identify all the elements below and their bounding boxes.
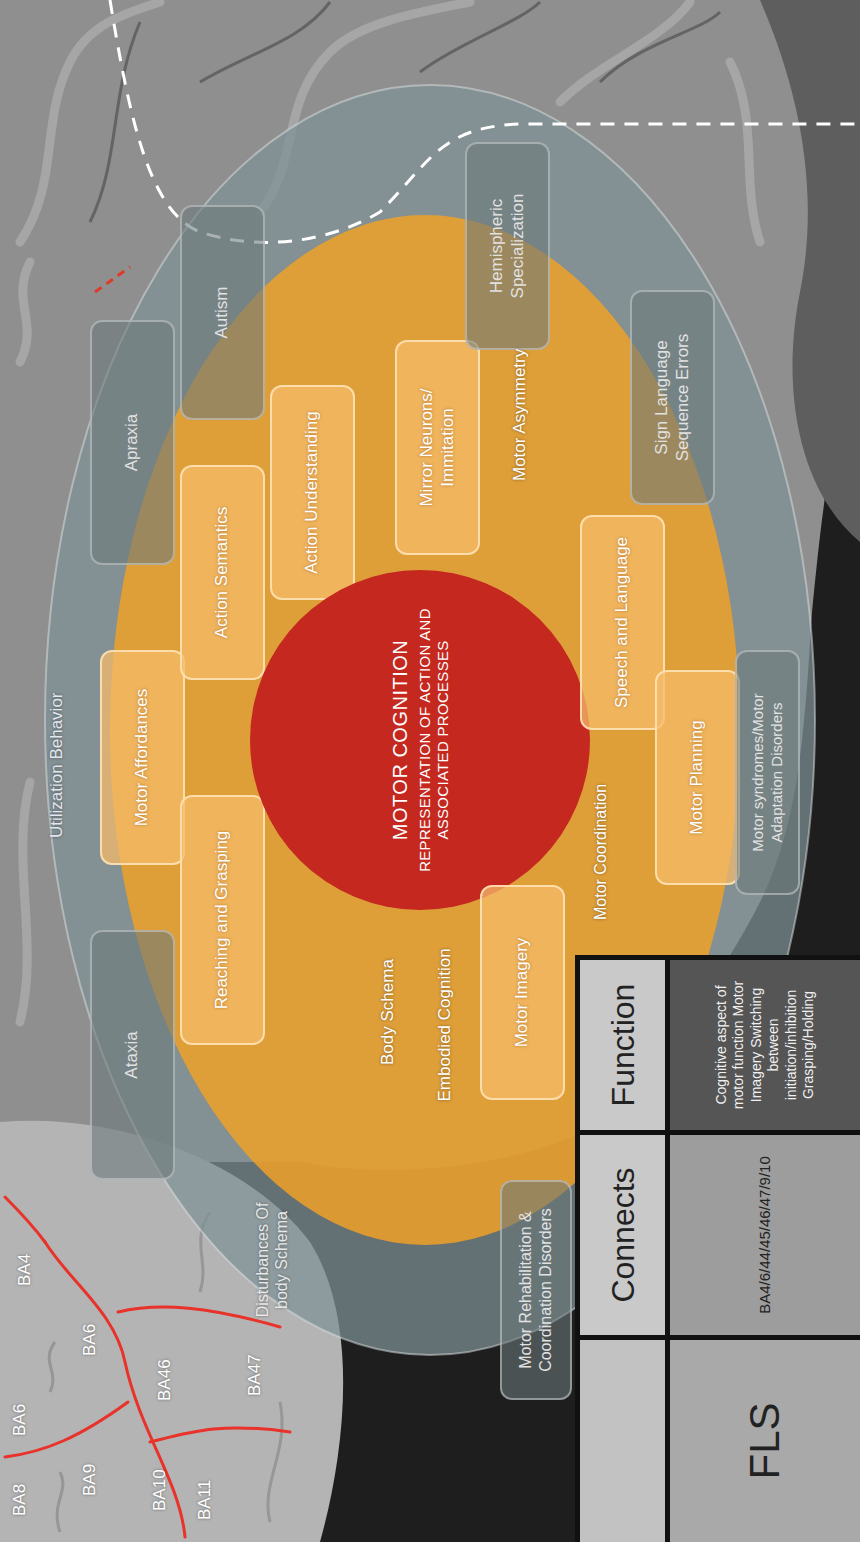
sulcus [600, 12, 720, 82]
region-label: Motor Coordination [591, 784, 610, 920]
box-text: Speech and Language [612, 537, 633, 708]
topic-box: Hemispheric Specialization [465, 142, 550, 350]
table-header: Connects [580, 1135, 665, 1335]
table-cell: BA4/6/44/45/46/47/9/10 [670, 1135, 860, 1335]
sulcus [200, 2, 330, 82]
area-label: BA9 [80, 1464, 100, 1496]
area-label: BA6 [10, 1404, 30, 1436]
box-text: Motor Rehabilitation & Coordination Diso… [516, 1194, 555, 1386]
box-text: Motor Planning [687, 720, 708, 834]
region-label: Body Schema [378, 959, 398, 1065]
box-text: Reaching and Grasping [212, 831, 233, 1010]
topic-box: Apraxia [90, 320, 175, 565]
box-text: Autism [212, 287, 233, 339]
gyrus [730, 62, 760, 242]
sulcus [268, 1402, 282, 1522]
red-dash [95, 267, 130, 292]
region-label: Disturbances Of body Schema [253, 1190, 291, 1330]
box-text: Motor Affordances [132, 689, 153, 827]
topic-box: Reaching and Grasping [180, 795, 265, 1045]
area-label: BA8 [10, 1484, 30, 1516]
sulcus-line [45, 1242, 185, 1537]
gyrus [560, 2, 690, 102]
region-label: Embodied Cognition [435, 948, 455, 1101]
area-label: BA47 [245, 1354, 265, 1396]
sulcus-line [5, 1402, 128, 1457]
topic-box: Autism [180, 205, 265, 420]
topic-box: Motor Planning [655, 670, 740, 885]
topic-box: Motor syndromes/Motor Adaptation Disorde… [735, 650, 800, 895]
sulcus [420, 2, 540, 72]
topic-box: Sign Language Sequence Errors [630, 290, 715, 505]
table-cell: Cognitive aspect of motor function Motor… [670, 960, 860, 1130]
sulcus [49, 1342, 55, 1392]
gyrus [20, 2, 160, 242]
region-label: Motor Asymmetry [510, 349, 530, 481]
gyrus [20, 262, 30, 362]
box-text: Sign Language Sequence Errors [652, 323, 693, 473]
box-text: MOTOR COGNITION [388, 640, 412, 840]
area-label: BA46 [155, 1359, 175, 1401]
box-subtext: REPRESENTATION OF ACTION AND ASSOCIATED … [416, 600, 453, 880]
area-label: BA6 [80, 1324, 100, 1356]
area-label: BA11 [195, 1480, 215, 1520]
topic-box: Speech and Language [580, 515, 665, 730]
box-text: Hemispheric Specialization [487, 156, 528, 336]
sulcus-line [5, 1197, 45, 1242]
empty-table-cell [580, 1340, 665, 1542]
center-circle: MOTOR COGNITIONREPRESENTATION OF ACTION … [250, 570, 590, 910]
box-text: Motor Imagery [512, 938, 533, 1048]
box-text: Motor syndromes/Motor Adaptation Disorde… [749, 664, 786, 881]
box-text: Apraxia [122, 414, 143, 472]
topic-box: Action Understanding [270, 385, 355, 600]
topic-box: Motor Rehabilitation & Coordination Diso… [500, 1180, 572, 1400]
topic-box: Ataxia [90, 930, 175, 1180]
table-cell: FLS [670, 1340, 860, 1542]
gyrus [20, 782, 30, 1022]
area-label: BA4 [15, 1254, 35, 1286]
topic-box: Mirror Neurons/ Immitation [395, 340, 480, 555]
sulcus [57, 1472, 63, 1532]
box-text: Action Semantics [212, 507, 233, 638]
table-header: Function [580, 960, 665, 1130]
table-ground [575, 955, 860, 1542]
sulcus [90, 22, 140, 222]
box-text: Mirror Neurons/ Immitation [417, 368, 458, 528]
topic-box: Action Semantics [180, 465, 265, 680]
sulcus-line [150, 1428, 290, 1442]
topic-box: Motor Imagery [480, 885, 565, 1100]
region-label: Utilization Behavior [47, 692, 67, 838]
topic-box: Motor Affordances [100, 650, 185, 865]
area-label: BA10 [150, 1469, 170, 1511]
box-text: Action Understanding [302, 411, 323, 574]
box-text: Ataxia [122, 1031, 143, 1078]
